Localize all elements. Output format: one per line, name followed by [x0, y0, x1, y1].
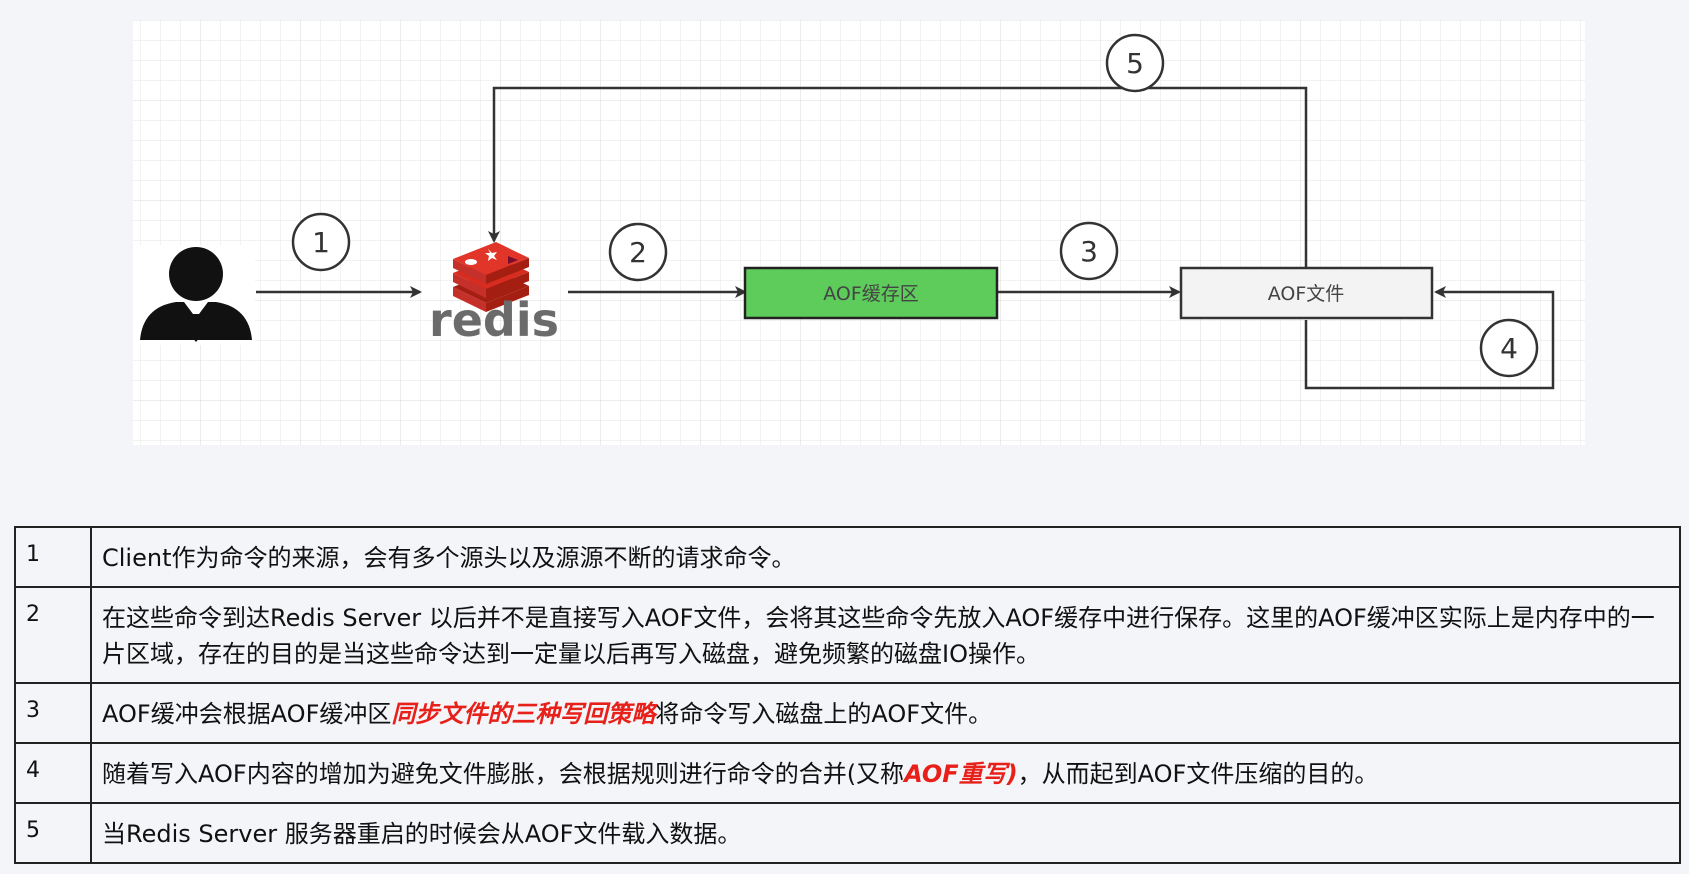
- aof-file-label: AOF文件: [1268, 283, 1345, 305]
- row-description: AOF缓冲会根据AOF缓冲区同步文件的三种写回策略将命令写入磁盘上的AOF文件。: [90, 682, 1681, 744]
- row-number: 4: [14, 742, 92, 804]
- redis-wordmark: redis: [429, 293, 559, 347]
- step-circle-3: 3: [1059, 221, 1119, 281]
- svg-text:5: 5: [1126, 47, 1144, 80]
- user-suit-icon: [133, 245, 255, 345]
- aof-file-node: AOF文件: [1179, 266, 1434, 320]
- aof-flow-diagram: redis AOF缓存区 AOF文件 1 2 3 4 5: [133, 20, 1585, 445]
- table-row: 2 在这些命令到达Redis Server 以后并不是直接写入AOF文件，会将其…: [14, 586, 1681, 684]
- aof-buffer-label: AOF缓存区: [823, 283, 919, 305]
- step-circle-4: 4: [1479, 318, 1539, 378]
- step-circle-2: 2: [608, 222, 668, 282]
- row-description: 当Redis Server 服务器重启的时候会从AOF文件载入数据。: [90, 802, 1681, 864]
- row-number: 3: [14, 682, 92, 744]
- svg-text:1: 1: [312, 226, 330, 259]
- step-circle-1: 1: [291, 212, 351, 272]
- table-row: 1 Client作为命令的来源，会有多个源头以及源源不断的请求命令。: [14, 526, 1681, 588]
- table-row: 4 随着写入AOF内容的增加为避免文件膨胀，会根据规则进行命令的合并(又称AOF…: [14, 742, 1681, 804]
- step-legend-table: 1 Client作为命令的来源，会有多个源头以及源源不断的请求命令。 2 在这些…: [14, 526, 1681, 864]
- table-row: 3 AOF缓冲会根据AOF缓冲区同步文件的三种写回策略将命令写入磁盘上的AOF文…: [14, 682, 1681, 744]
- row-number: 2: [14, 586, 92, 684]
- aof-buffer-node: AOF缓存区: [743, 266, 999, 320]
- table-row: 5 当Redis Server 服务器重启的时候会从AOF文件载入数据。: [14, 802, 1681, 864]
- row-number: 1: [14, 526, 92, 588]
- svg-text:4: 4: [1500, 332, 1518, 365]
- svg-text:2: 2: [629, 236, 647, 269]
- redis-logo-icon: redis: [429, 242, 559, 347]
- arrow-file-reload: [488, 86, 1308, 268]
- row-description: 随着写入AOF内容的增加为避免文件膨胀，会根据规则进行命令的合并(又称AOF重写…: [90, 742, 1681, 804]
- row-number: 5: [14, 802, 92, 864]
- row-description: 在这些命令到达Redis Server 以后并不是直接写入AOF文件，会将其这些…: [90, 586, 1681, 684]
- step-circle-5: 5: [1105, 33, 1165, 93]
- svg-text:3: 3: [1080, 235, 1098, 268]
- row-description: Client作为命令的来源，会有多个源头以及源源不断的请求命令。: [90, 526, 1681, 588]
- arrow-rewrite-loop: [1304, 286, 1555, 390]
